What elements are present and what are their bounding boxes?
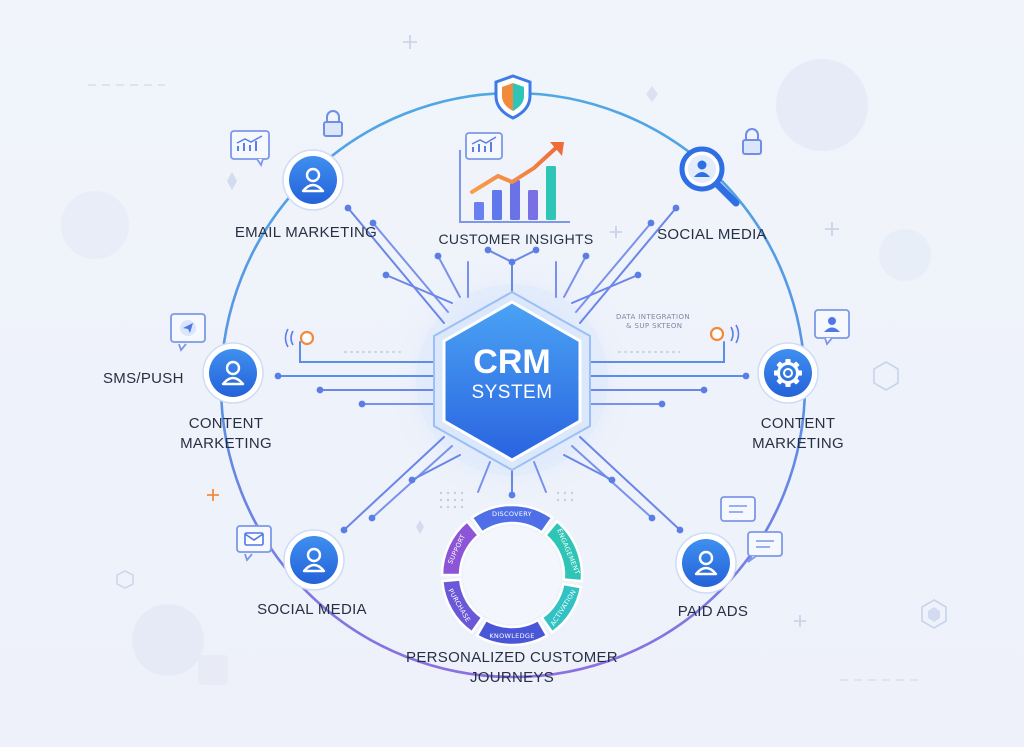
data-integration-line2: & SUP SKTEON	[626, 322, 683, 330]
gear-icon	[774, 359, 802, 387]
label-customer-insights: CUSTOMER INSIGHTS	[438, 231, 594, 247]
journey-segment-label: KNOWLEDGE	[489, 632, 534, 640]
sms-push-node	[202, 342, 264, 404]
data-integration-note: DATA INTEGRATION & SUP SKTEON	[616, 313, 690, 331]
label-email-marketing: EMAIL MARKETING	[234, 224, 378, 241]
broadcast-icon-right	[709, 324, 740, 344]
person-icon	[302, 547, 326, 573]
person-icon	[694, 550, 718, 576]
shield-icon	[494, 74, 532, 120]
journey-segment	[470, 503, 554, 535]
journey-segment	[475, 618, 549, 647]
label-content-marketing-right: CONTENT MARKETING	[728, 414, 868, 454]
lock-icon	[323, 110, 343, 137]
label-journeys-line1: PERSONALIZED CUSTOMER	[406, 649, 618, 666]
label-content-marketing-right-line1: CONTENT	[760, 415, 836, 432]
person-icon	[221, 360, 245, 386]
mail-bubble-icon	[236, 525, 272, 562]
chat-bubble-icon	[720, 496, 756, 522]
label-content-marketing-left-line1: CONTENT	[188, 415, 264, 432]
magnifier-person-icon	[679, 146, 740, 207]
content-marketing-right-node	[757, 342, 819, 404]
label-content-marketing-right-line2: MARKETING	[752, 435, 844, 452]
crm-core-title: CRM SYSTEM	[452, 343, 572, 405]
background-decor	[61, 35, 947, 685]
journey-segment	[440, 519, 481, 577]
paid-ads-node	[675, 532, 737, 594]
send-bubble-icon	[170, 313, 206, 352]
chart-bubble-icon	[230, 130, 270, 168]
crm-core-line2: SYSTEM	[471, 382, 553, 403]
connector-dots	[274, 204, 750, 534]
chat-bubble-icon	[747, 531, 783, 563]
chart-bubble-icon	[465, 132, 503, 160]
label-journeys-line2: JOURNEYS	[469, 669, 555, 686]
lock-icon	[742, 128, 762, 155]
label-content-marketing-left: CONTENT MARKETING	[156, 414, 296, 454]
label-social-media-bottom: SOCIAL MEDIA	[257, 601, 367, 618]
journey-segment	[440, 578, 484, 635]
email-marketing-node	[282, 149, 344, 211]
label-social-media-top: SOCIAL MEDIA	[657, 226, 767, 243]
label-content-marketing-left-line2: MARKETING	[180, 435, 272, 452]
crm-core-line1: CRM	[473, 343, 551, 381]
label-paid-ads: PAID ADS	[677, 603, 749, 620]
social-media-top-node	[679, 146, 740, 207]
social-media-bottom-node	[283, 529, 345, 591]
label-sms-push: SMS/PUSH	[103, 370, 184, 387]
connector-lines	[277, 207, 747, 531]
label-personalized-journeys: PERSONALIZED CUSTOMER JOURNEYS	[392, 648, 632, 688]
journey-ring: DISCOVERYENGAGEMENTACTIVATIONKNOWLEDGEPU…	[440, 503, 584, 647]
data-integration-line1: DATA INTEGRATION	[616, 313, 690, 321]
crm-core-hexagon	[433, 290, 591, 472]
journey-segment	[543, 519, 584, 583]
journey-segment	[540, 582, 583, 635]
customer-insights-chart-icon	[459, 142, 570, 223]
broadcast-icon-left	[284, 328, 315, 348]
journey-segment-label: DISCOVERY	[492, 510, 532, 518]
person-icon	[301, 167, 325, 193]
profile-bubble-icon	[814, 309, 850, 346]
